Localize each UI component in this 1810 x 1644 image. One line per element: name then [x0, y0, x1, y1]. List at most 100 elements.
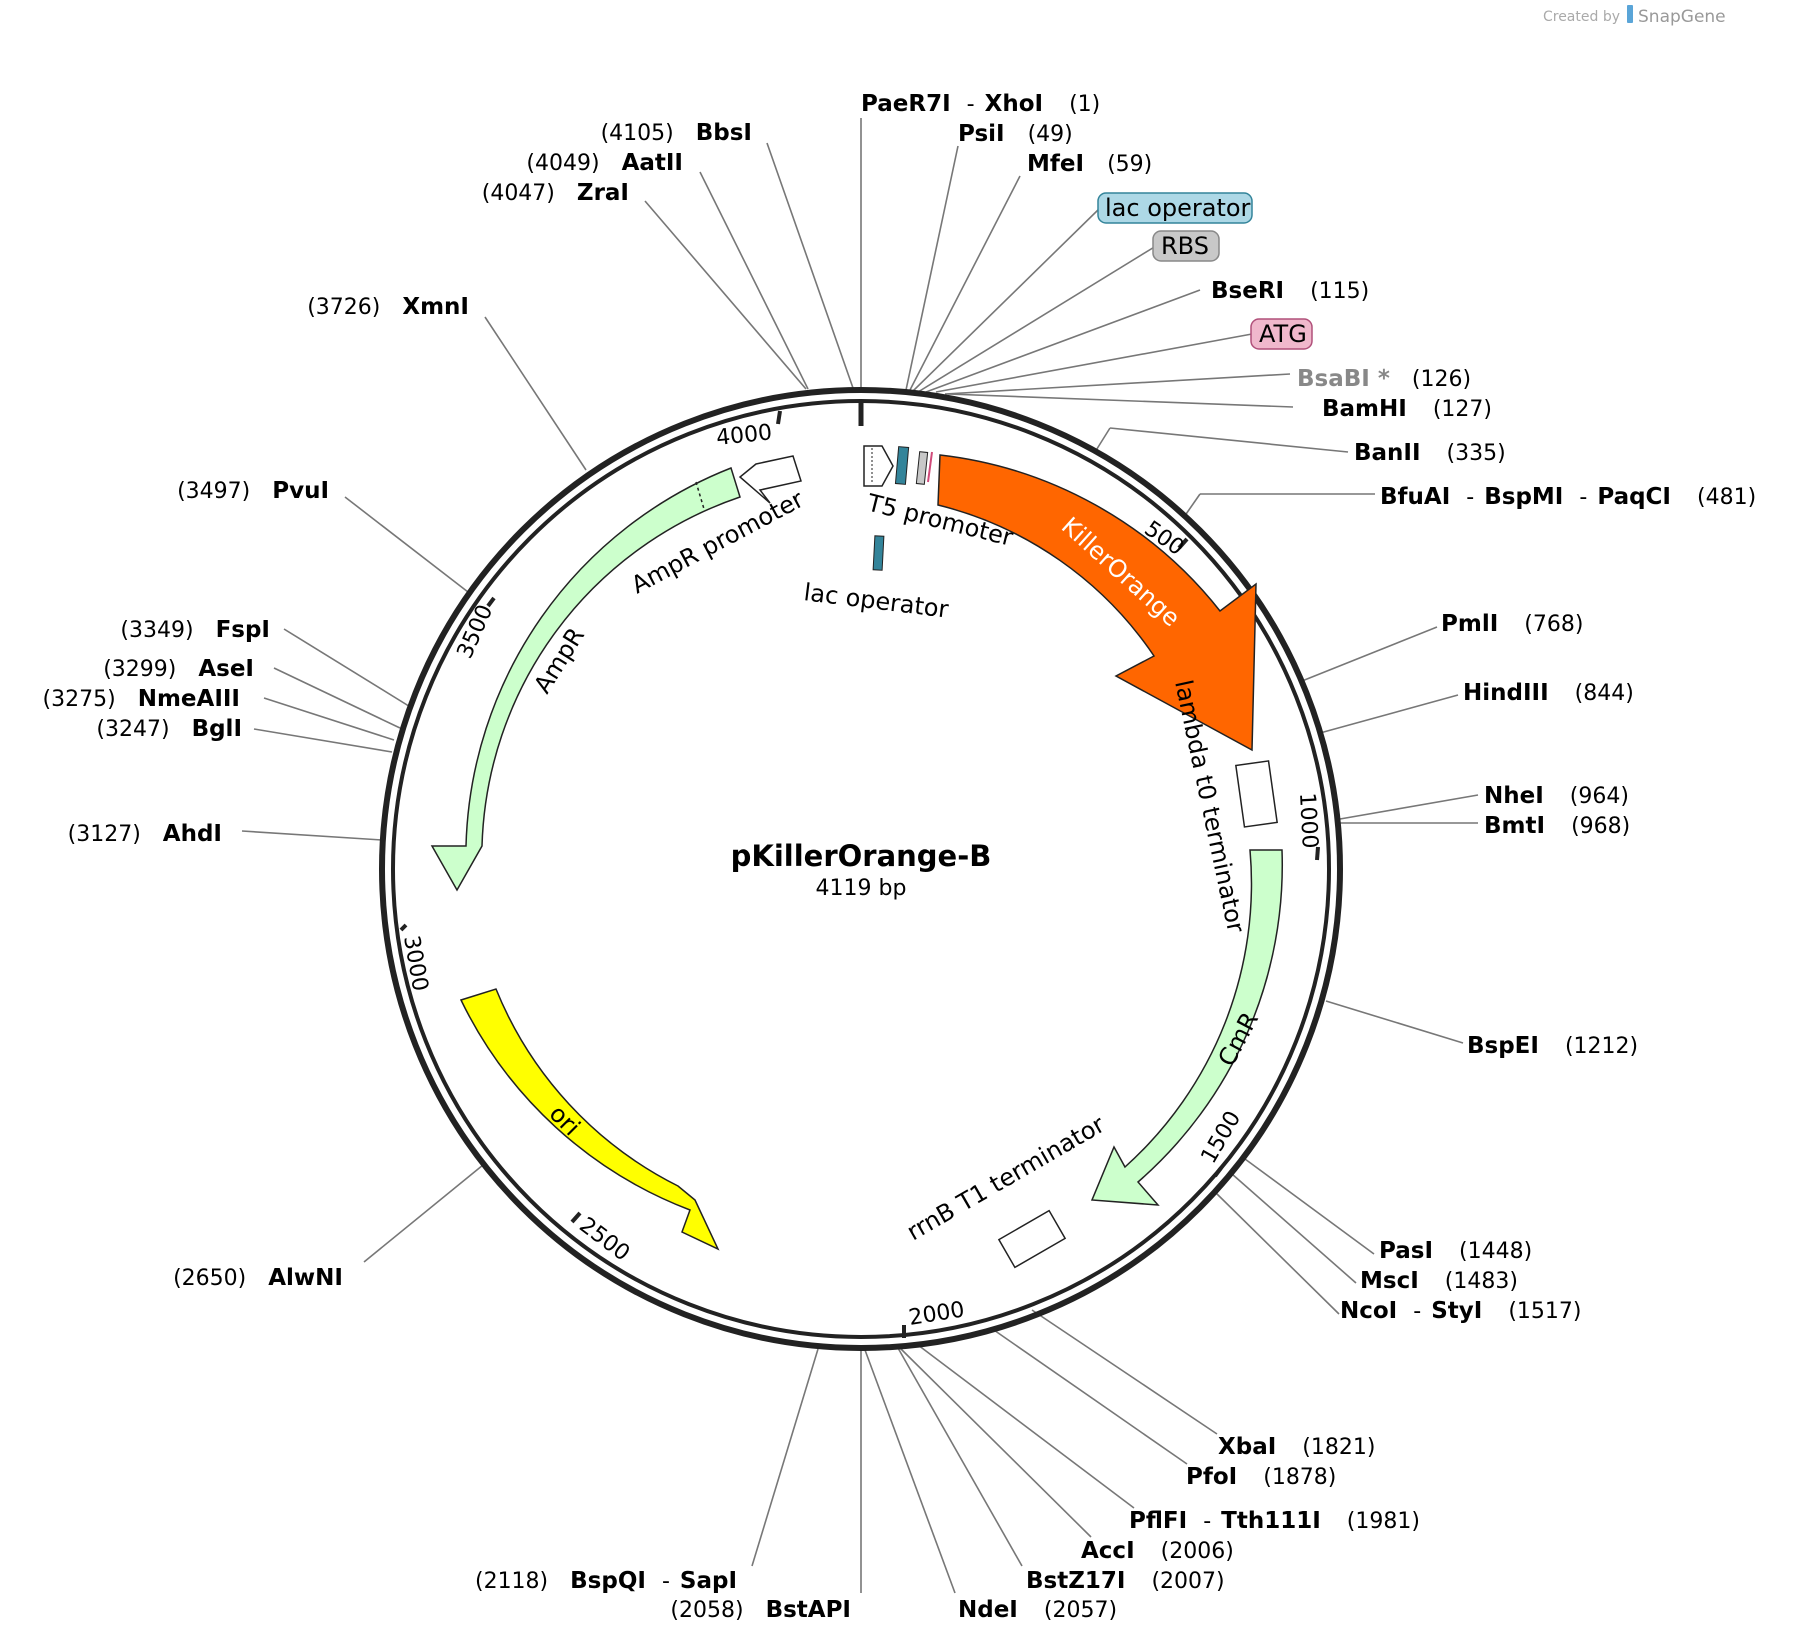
site-name: XmnI [402, 294, 469, 320]
site-pvui: (3497)PvuI [177, 478, 329, 504]
site-bgli: (3247) BglI [96, 716, 242, 742]
credit-brand: SnapGene [1638, 7, 1726, 27]
site-pos: (3349) [120, 618, 193, 643]
site-sep: - [1579, 485, 1587, 510]
atg-tag-label: ATG [1259, 320, 1307, 348]
lac-operator-tag [1097, 192, 1253, 224]
site-pos: (4047) [482, 181, 555, 206]
site-name: BmtI [1484, 813, 1545, 839]
site-name: BglI [192, 716, 242, 742]
site-name: NdeI [958, 1597, 1018, 1623]
lac-operator-tag-label: lac operator [1105, 194, 1251, 222]
site-name: MfeI [1027, 151, 1084, 177]
site-name: MscI [1360, 1268, 1419, 1294]
site-pos: (2650) [173, 1266, 246, 1291]
site-name: SapI [680, 1568, 737, 1594]
killerorange-arrow [937, 454, 1257, 752]
site-name: AhdI [163, 821, 222, 847]
site-aatii: (4049) AatII [526, 150, 683, 176]
site-name: BstZ17I [1026, 1568, 1125, 1594]
site-sep: - [662, 1569, 670, 1594]
site-pos: (127) [1433, 397, 1492, 422]
site-bmti: BmtI (968) [1484, 813, 1630, 839]
site-name: PaqCI [1597, 484, 1671, 510]
snapgene-logo-icon [1627, 5, 1633, 23]
site-hindiii: HindIII(844) [1463, 680, 1634, 706]
rrnb-t1-terminator-box [997, 1209, 1067, 1269]
feature-tags: lac operator RBS ATG [1097, 192, 1313, 350]
site-name: NmeAIII [138, 686, 240, 712]
site-pos: (768) [1524, 612, 1583, 637]
site-name: BbsI [696, 120, 752, 146]
site-pos: (1878) [1263, 1465, 1336, 1490]
site-pos: (49) [1028, 122, 1073, 147]
site-sep: - [1413, 1299, 1421, 1324]
site-pos: (481) [1697, 485, 1756, 510]
site-name: XbaI [1218, 1434, 1276, 1460]
site-pos: (2057) [1044, 1598, 1117, 1623]
ori-arrow [459, 988, 720, 1251]
site-fspi: (3349)FspI [120, 617, 270, 643]
site-pos: (844) [1575, 681, 1634, 706]
site-pos: (115) [1310, 279, 1369, 304]
site-pmli: PmlI (768) [1441, 611, 1583, 637]
site-name: PfoI [1186, 1464, 1237, 1490]
site-name: PflFI [1129, 1508, 1187, 1534]
site-pos: (2006) [1161, 1539, 1234, 1564]
site-xmni: (3726)XmnI [307, 294, 469, 320]
site-alwni: (2650)AlwNI [173, 1265, 343, 1291]
site-name: PmlI [1441, 611, 1498, 637]
site-bseri: BseRI (115) [1211, 278, 1369, 304]
site-name: BfuAI [1380, 484, 1450, 510]
site-pos: (3299) [103, 657, 176, 682]
site-bstapi: (2058) BstAPI [670, 1597, 851, 1623]
site-name: AatII [622, 150, 683, 176]
rbs-tag-label: RBS [1161, 232, 1209, 260]
site-bsabi: BsaBI *(126) [1297, 366, 1471, 392]
site-pos: (2058) [670, 1598, 743, 1623]
site-pos: (968) [1571, 814, 1630, 839]
site-bfuai-bspmi-paqci: BfuAI-BspMI-PaqCI(481) [1380, 484, 1756, 510]
site-zrai: (4047)ZraI [482, 180, 629, 206]
site-pos: (1821) [1302, 1435, 1375, 1460]
lac-operator-inner-block [872, 535, 885, 571]
site-leader-lines [241, 118, 1479, 1594]
site-bbsi: (4105)BbsI [601, 120, 752, 146]
site-pos: (2118) [475, 1569, 548, 1594]
site-name: BamHI [1322, 396, 1407, 422]
rrnb-t1-label: rrnB T1 terminator [902, 1110, 1109, 1246]
site-name: Tth111I [1221, 1508, 1321, 1534]
site-pos: (59) [1107, 152, 1152, 177]
site-banii: BanII(335) [1354, 440, 1506, 466]
site-pos: (3497) [177, 479, 250, 504]
site-sep: - [1203, 1509, 1211, 1534]
ampr-arrow [430, 467, 741, 892]
site-pos: (1212) [1565, 1034, 1638, 1059]
site-nmeaiii: (3275)NmeAIII [43, 686, 240, 712]
site-name: StyI [1431, 1298, 1482, 1324]
ampr-promoter-arrow [738, 455, 802, 504]
site-name: AccI [1081, 1538, 1135, 1564]
tick-label-4000: 4000 [715, 420, 773, 451]
rbs-tag [1152, 230, 1220, 262]
rbs-block [915, 451, 929, 485]
site-pos: (3247) [96, 717, 169, 742]
lambda-t0-terminator-box [1234, 760, 1278, 828]
plasmid-length: 4119 bp [816, 876, 907, 901]
lac-operator-block [894, 446, 910, 485]
site-pos: (335) [1447, 441, 1506, 466]
site-asei: (3299)AseI [103, 656, 254, 682]
site-name: BstAPI [766, 1597, 851, 1623]
site-name: BspMI [1484, 484, 1563, 510]
site-name: BseRI [1211, 278, 1284, 304]
restriction-site-labels: PaeR7I-XhoI(1) PsiI(49) MfeI(59) BseRI(1… [43, 91, 1757, 1623]
site-bstz17i: BstZ17I(2007) [1026, 1568, 1225, 1594]
cmr-arrow [1090, 849, 1284, 1206]
site-name: NheI [1484, 783, 1544, 809]
lac-operator-label: lac operator [802, 578, 950, 624]
site-pos: (1483) [1445, 1269, 1518, 1294]
site-pos: (1448) [1459, 1239, 1532, 1264]
site-pos: (126) [1412, 367, 1471, 392]
site-pos: (4049) [526, 151, 599, 176]
